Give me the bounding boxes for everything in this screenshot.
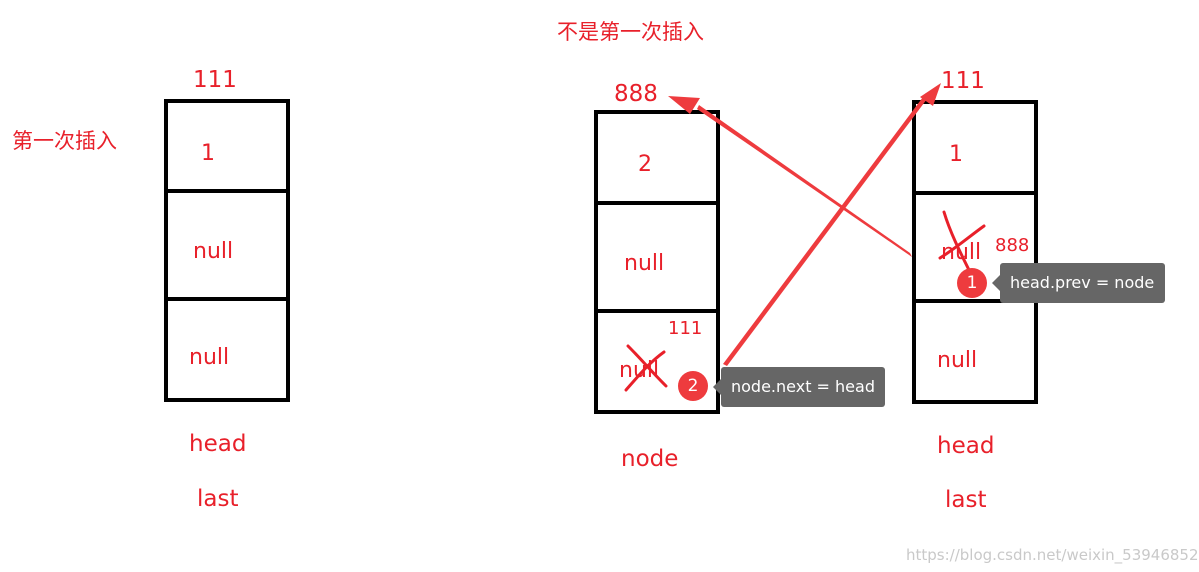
head-node-prev-value: 888 bbox=[995, 235, 1030, 256]
new-node-divider-2 bbox=[594, 309, 720, 313]
left-node-next: null bbox=[189, 345, 230, 370]
new-node-val: 2 bbox=[638, 152, 652, 177]
new-node-box bbox=[594, 110, 720, 414]
left-node-val: 1 bbox=[201, 141, 215, 166]
head-node-address: 111 bbox=[941, 68, 985, 94]
first-insert-caption: 第一次插入 bbox=[12, 129, 117, 153]
node-label: node bbox=[621, 446, 679, 472]
right-head-label: head bbox=[937, 433, 995, 459]
left-node-box bbox=[164, 99, 290, 402]
watermark: https://blog.csdn.net/weixin_53946852 bbox=[906, 546, 1199, 564]
head-node-box bbox=[912, 100, 1038, 404]
step-1-badge: 1 bbox=[957, 268, 987, 298]
step-1-tooltip: head.prev = node bbox=[992, 263, 1165, 303]
left-node-prev: null bbox=[193, 239, 234, 264]
new-node-prev: null bbox=[624, 251, 665, 276]
head-prev-cross-out bbox=[938, 210, 986, 274]
left-node-divider-1 bbox=[164, 189, 290, 193]
next-pointer-arrowhead bbox=[920, 83, 941, 106]
not-first-insert-caption: 不是第一次插入 bbox=[557, 20, 704, 44]
right-last-label: last bbox=[945, 487, 987, 513]
left-node-address: 111 bbox=[193, 67, 237, 93]
prev-pointer-arrowhead bbox=[668, 96, 700, 114]
new-node-divider-1 bbox=[594, 201, 720, 205]
new-node-next-value: 111 bbox=[668, 318, 703, 339]
left-head-label: head bbox=[189, 431, 247, 457]
step-2-tooltip: node.next = head bbox=[713, 367, 885, 407]
next-pointer-arrow bbox=[723, 93, 930, 366]
head-node-val: 1 bbox=[949, 142, 963, 167]
new-node-address: 888 bbox=[614, 81, 658, 107]
head-node-divider-2 bbox=[912, 299, 1038, 303]
head-node-next: null bbox=[937, 348, 978, 373]
node-next-cross-out bbox=[624, 344, 668, 392]
left-node-divider-2 bbox=[164, 297, 290, 301]
head-node-divider-1 bbox=[912, 191, 1038, 195]
left-last-label: last bbox=[197, 486, 239, 512]
step-2-badge: 2 bbox=[678, 371, 708, 401]
prev-pointer-arrow bbox=[697, 105, 912, 257]
